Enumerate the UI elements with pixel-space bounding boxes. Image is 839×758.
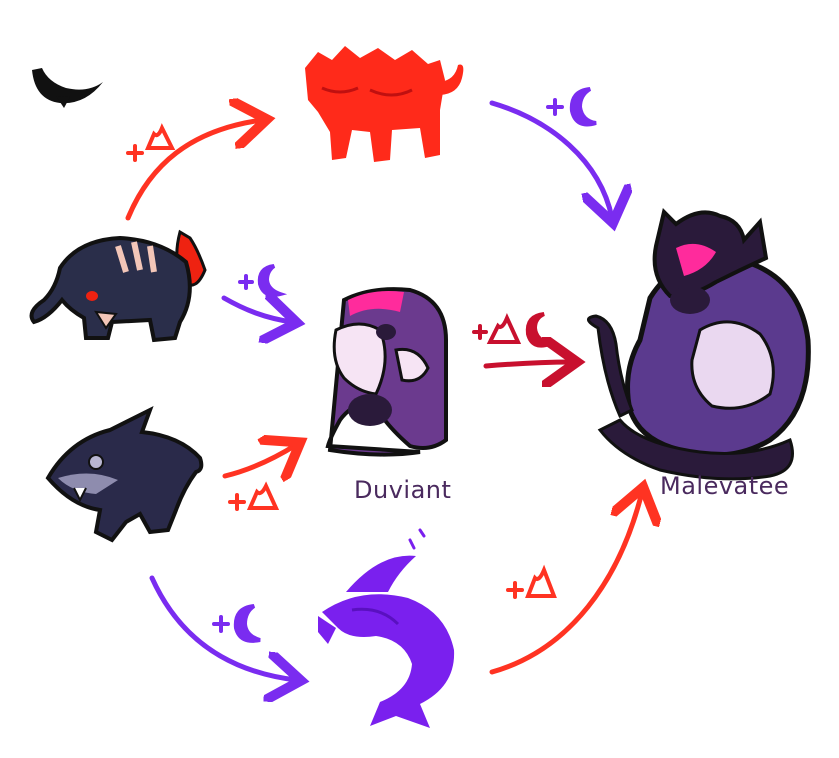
- plus-fire-moon-icon: [472, 312, 557, 348]
- malevatee-label: Malevatee: [660, 472, 790, 500]
- arrow-bottom-left: [149, 575, 296, 680]
- malevatee-creature: [587, 208, 811, 481]
- plus-moon-icon: [546, 87, 597, 127]
- arrow-mid-lower: [222, 445, 296, 476]
- arrow-mid-upper: [221, 298, 292, 322]
- plus-fire-icon: [228, 481, 280, 511]
- arrow-center: [483, 362, 572, 366]
- plus-moon-icon: [238, 264, 288, 297]
- arrow-bottom-right: [489, 492, 642, 675]
- arrow-top-right: [489, 100, 612, 218]
- duviant-label: Duviant: [354, 476, 452, 504]
- purple-fish-creature: [318, 528, 455, 728]
- dark-shark-creature: [45, 405, 204, 543]
- crescent-mark-icon: [32, 68, 103, 108]
- dark-elephant-creature: [29, 229, 207, 343]
- plus-fire-icon: [126, 123, 176, 162]
- plus-fire-icon: [506, 564, 557, 599]
- plus-moon-icon: [212, 604, 261, 643]
- arrow-top-left: [125, 120, 262, 221]
- duviant-creature: [325, 287, 448, 457]
- red-elephant-creature: [305, 46, 464, 162]
